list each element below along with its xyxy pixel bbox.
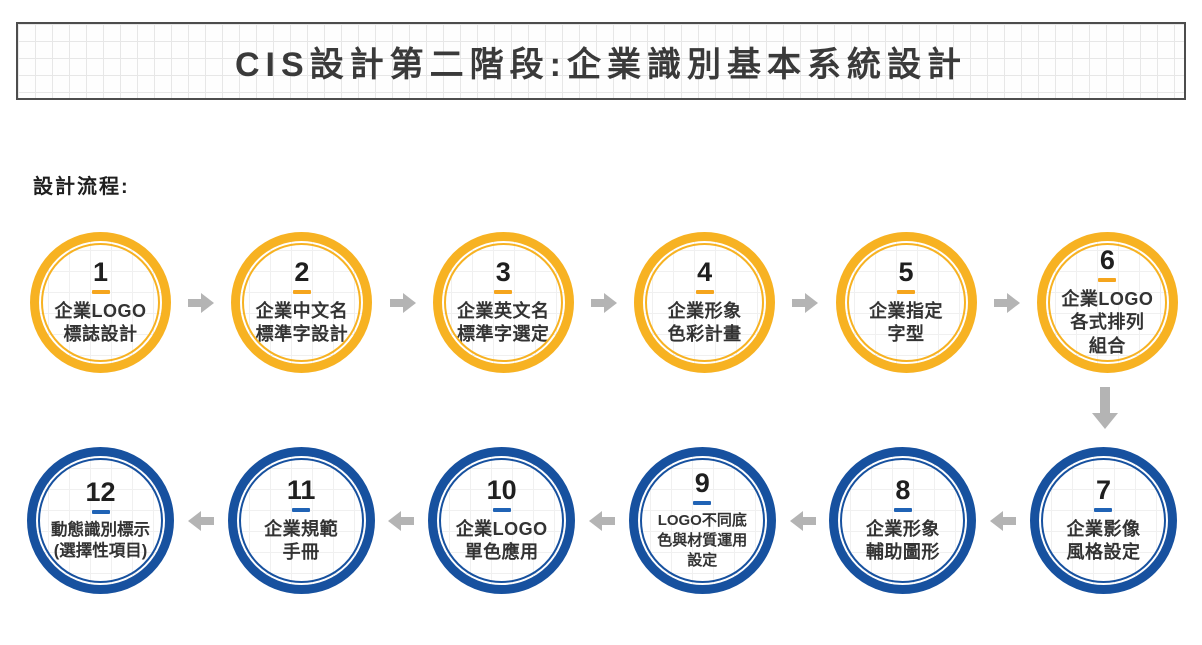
step-10-label: 企業LOGO 單色應用 (455, 518, 548, 562)
arrow-right-icon (993, 292, 1020, 314)
step-8-number: 8 (895, 474, 911, 505)
step-7-dash (1094, 507, 1113, 512)
step-11-dash (292, 507, 311, 512)
arrow-left-icon (388, 510, 415, 532)
step-5-number: 5 (898, 256, 914, 287)
step-1-dash (91, 289, 110, 294)
arrow-right-icon (188, 292, 215, 314)
step-5-label: 企業指定 字型 (869, 300, 943, 344)
step-11-circle: 11 企業規範 手冊 (227, 447, 375, 594)
step-7-label: 企業影像 風格設定 (1066, 518, 1141, 562)
step-10-number: 10 (486, 474, 517, 505)
arrow-left-icon (588, 510, 615, 532)
step-9-label: LOGO不同底 色與材質運用 設定 (657, 511, 748, 570)
step-12-label: 動態識別標示 (選擇性項目) (51, 520, 150, 560)
step-12-circle: 12 動態識別標示 (選擇性項目) (27, 447, 174, 594)
step-4-circle: 4 企業形象 色彩計畫 (634, 232, 776, 373)
step-11-label: 企業規範 手冊 (264, 518, 339, 562)
arrow-left-icon (990, 510, 1017, 532)
step-2-label: 企業中文名 標準字設計 (255, 300, 349, 344)
step-11-number: 11 (286, 474, 316, 505)
arrow-right-icon (590, 292, 617, 314)
step-2-number: 2 (294, 256, 310, 287)
step-2-circle: 2 企業中文名 標準字設計 (231, 232, 373, 373)
step-3-dash (494, 289, 513, 294)
step-10-dash (492, 507, 511, 512)
page-title: CIS設計第二階段:企業識別基本系統設計 (235, 45, 967, 84)
step-4-number: 4 (697, 256, 713, 287)
step-8-circle: 8 企業形象 輔助圖形 (829, 447, 977, 594)
step-3-number: 3 (495, 256, 511, 287)
step-10-circle: 10 企業LOGO 單色應用 (428, 447, 576, 594)
step-1-label: 企業LOGO 標誌設計 (54, 300, 147, 344)
arrow-right-icon (792, 292, 819, 314)
step-5-circle: 5 企業指定 字型 (835, 232, 977, 373)
flow-row-bottom: 12 動態識別標示 (選擇性項目) 11 企業規範 手冊 10 企業LOGO 單… (27, 447, 1177, 594)
step-7-number: 7 (1095, 474, 1111, 505)
arrow-left-icon (789, 510, 816, 532)
step-2-dash (292, 289, 311, 294)
arrow-down-icon (1092, 387, 1118, 429)
step-3-circle: 3 企業英文名 標準字選定 (432, 232, 574, 373)
step-8-dash (893, 507, 912, 512)
step-1-circle: 1 企業LOGO 標誌設計 (30, 232, 171, 373)
step-12-number: 12 (85, 476, 116, 507)
step-6-dash (1098, 277, 1117, 282)
step-9-dash (693, 500, 712, 505)
step-9-circle: 9 LOGO不同底 色與材質運用 設定 (628, 447, 776, 594)
step-6-circle: 6 企業LOGO 各式排列 組合 (1036, 232, 1178, 373)
step-1-number: 1 (92, 256, 109, 287)
arrow-right-icon (389, 292, 416, 314)
title-banner: CIS設計第二階段:企業識別基本系統設計 (16, 22, 1186, 100)
flow-label: 設計流程: (33, 176, 130, 198)
step-7-circle: 7 企業影像 風格設定 (1029, 447, 1177, 594)
arrow-left-icon (187, 510, 214, 532)
step-6-number: 6 (1099, 244, 1115, 275)
step-12-dash (91, 509, 110, 514)
step-5-dash (897, 289, 915, 294)
step-4-label: 企業形象 色彩計畫 (667, 300, 742, 344)
step-3-label: 企業英文名 標準字選定 (457, 300, 550, 344)
step-4-dash (695, 289, 714, 294)
step-8-label: 企業形象 輔助圖形 (865, 518, 940, 562)
step-6-label: 企業LOGO 各式排列 組合 (1061, 288, 1154, 356)
step-9-number: 9 (694, 467, 710, 498)
flow-row-top: 1 企業LOGO 標誌設計 2 企業中文名 標準字設計 3 企業英文名 標準字選… (30, 232, 1178, 373)
